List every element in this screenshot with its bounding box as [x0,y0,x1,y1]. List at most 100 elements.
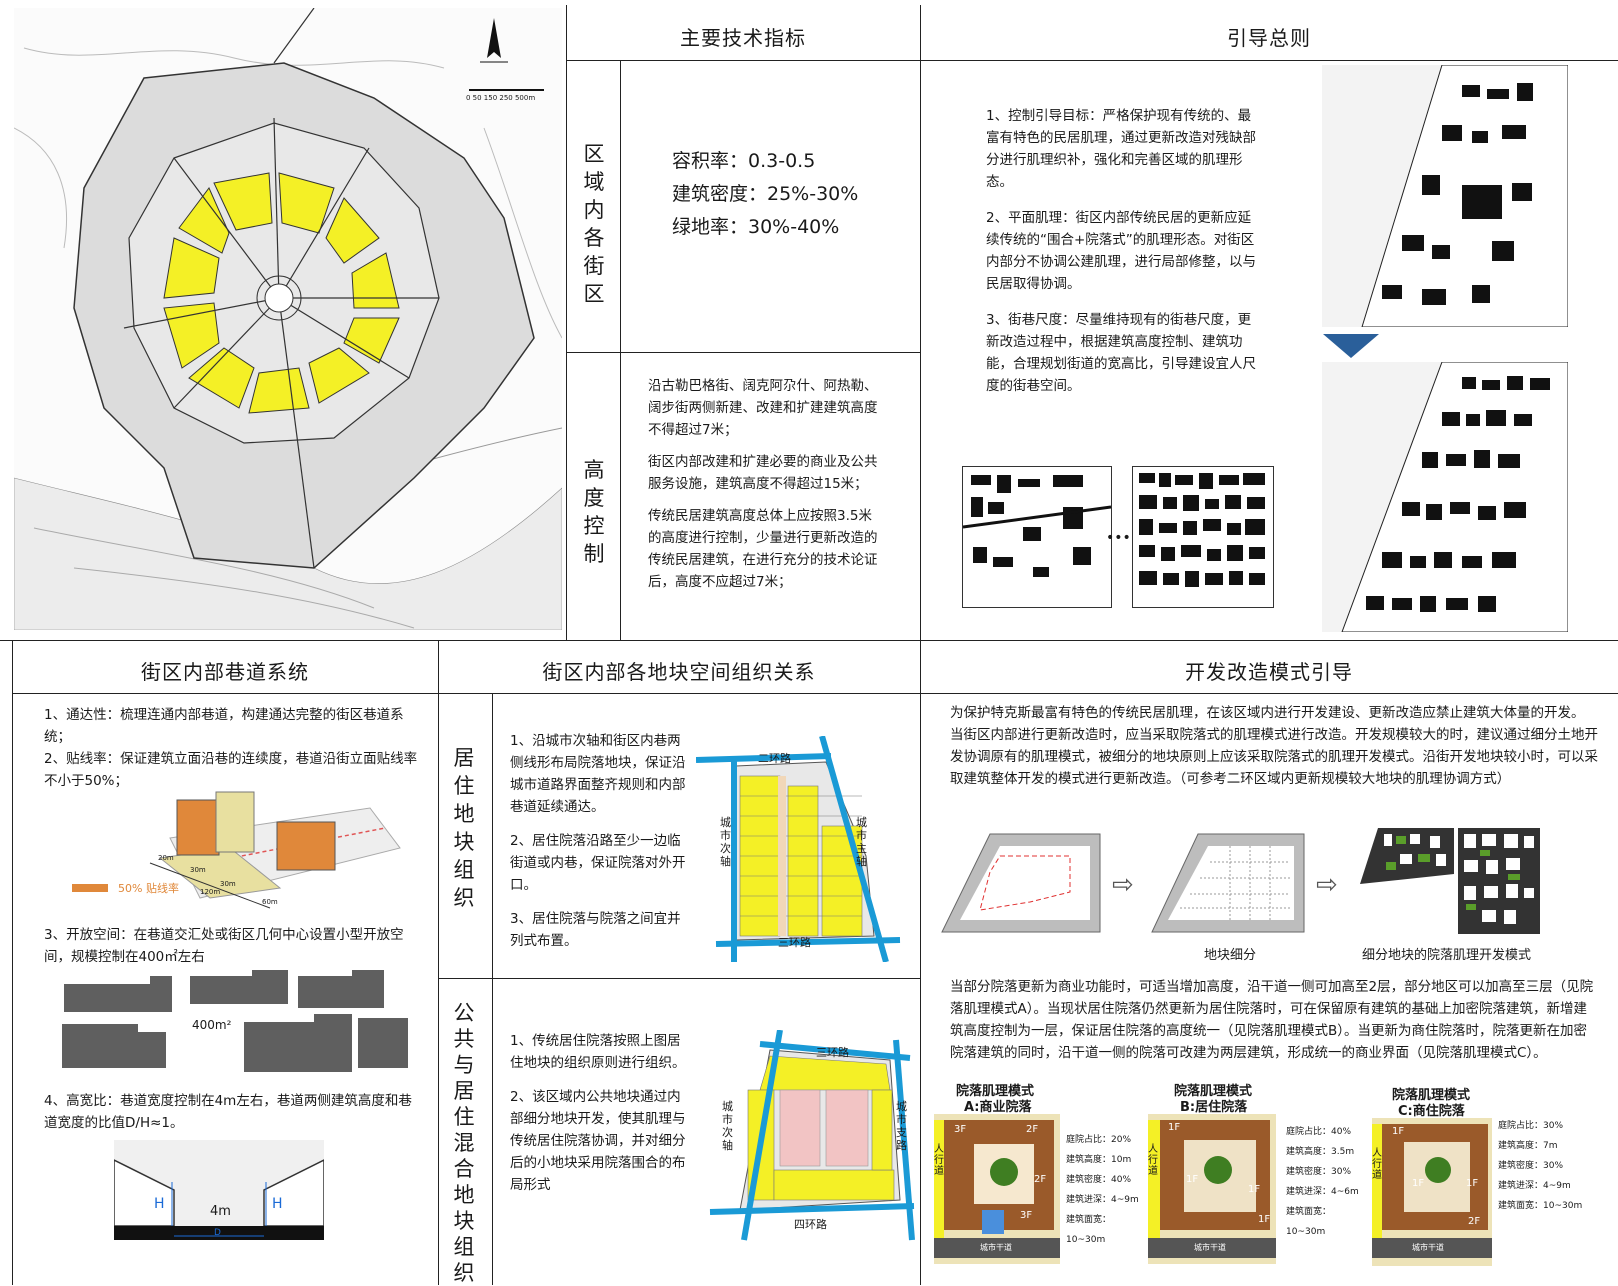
residential-label: 居 住 地 块 组 织 [453,746,475,910]
north-arrow [480,18,508,63]
mode-a-stat-4: 建筑进深：4~9m [1066,1195,1139,1205]
mode-b-stat-2: 建筑高度：3.5m [1286,1147,1355,1157]
principles-text: 1、控制引导目标：严格保护现有传统的、最富有特色的民居肌理，通过更新改造对残缺部… [986,105,1258,397]
open-space-diagram: 400m² [62,968,412,1076]
mixed-text: 1、传统居住院落按照上图居住地块的组织原则进行组织。 2、该区域内公共地块通过内… [510,1030,688,1196]
res-para-1: 1、沿城市次轴和街区内巷两侧线形布局院落地块，保证沿城市道路界面整齐规则和内部巷… [510,733,686,815]
mode-c-f4: 2F [1468,1216,1481,1227]
mode-b-stat-4: 建筑进深：4~6m [1286,1187,1359,1197]
fabric-aerial-after [1322,362,1568,632]
tech-indicators-header: 主要技术指标 [680,26,806,50]
mode-c-stats: 庭院占比：30% 建筑高度：7m 建筑密度：30% 建筑进深：4~9m 建筑面宽… [1498,1116,1582,1216]
index-density: 建筑密度：25%-30% [672,183,859,205]
mode-c-stat-3: 建筑密度：30% [1498,1161,1564,1171]
mode-b-stats: 庭院占比：40% 建筑高度：3.5m 建筑密度：30% 建筑进深：4~6m 建筑… [1286,1122,1368,1242]
arrow-right-1: ⇨ [1112,870,1134,900]
legend-swatch [72,884,108,892]
height-para-2: 街区内部改建和扩建必要的商业及公共服务设施，建筑高度不得超过15米； [648,454,878,492]
road-label-secondary-b: 城市次轴 [722,1100,733,1152]
height-label: 高 度 控 制 [583,458,605,566]
mode-b-stat-1: 庭院占比：40% [1286,1127,1352,1137]
mode-b-plan: 1F 1F 1F 1F 人 行 道 城市干道 [1148,1114,1276,1264]
caption-subdivide: 地块细分 [1204,948,1257,963]
subdivide-diagram-1 [940,832,1102,938]
res-para-3: 3、居住院落与院落之间宜并列式布置。 [510,911,681,949]
height-control-text: 沿古勒巴格街、阔克阿尕什、阿热勒、阔步街两侧新建、改建和扩建建筑高度不得超过7米… [648,375,878,593]
section-h-left: H [154,1196,165,1212]
mode-b-stat-3: 建筑密度：30% [1286,1167,1352,1177]
mode-a: 院落肌理模式 A:商业院落 3F 2F 2F 3F 人 行 道 城市干道 庭院占… [924,1080,1146,1282]
caption-courtyard-mode: 细分地块的院落肌理开发模式 [1362,948,1532,963]
road-label-2nd-ring: 二环路 [758,752,791,765]
fabric-aerial-before [1322,65,1568,327]
mixed-label: 公 共 与 居 住 混 合 地 块 组 织 [453,1001,475,1285]
mode-a-stats: 庭院占比：20% 建筑高度：10m 建筑密度：40% 建筑进深：4~9m 建筑面… [1066,1130,1146,1250]
mode-c: 院落肌理模式 C:商住院落 1F 1F 1F 2F 人 行 道 城市干道 庭院占… [1370,1080,1616,1282]
height-para-3: 传统民居建筑高度总体上应按照3.5米的高度进行控制，少量进行更新改造的传统民居建… [648,508,878,590]
road-label-4th-ring: 四环路 [794,1218,827,1231]
principle-2: 2、平面肌理：街区内部传统民居的更新应延续传统的“围合+院落式”的肌理形态。对街… [986,210,1256,292]
mode-b-title: 院落肌理模式 [1174,1084,1253,1099]
mode-a-sub: A:商业院落 [964,1100,1032,1115]
mode-a-f4: 3F [1020,1210,1033,1221]
mode-a-title: 院落肌理模式 [956,1084,1035,1099]
dev-mode-header: 开发改造模式引导 [1185,660,1353,684]
mode-c-stat-4: 建筑进深：4~9m [1498,1181,1571,1191]
mode-b-f2: 1F [1186,1174,1199,1185]
mode-c-walk: 人 行 道 [1372,1148,1382,1181]
section-h-right: H [272,1196,283,1212]
dev-intro: 为保护特克斯最富有特色的传统民居肌理，在该区域内进行开发建设、更新改造应禁止建筑… [950,705,1598,787]
lane-system-header: 街区内部巷道系统 [141,660,309,684]
index-green: 绿地率：30%-40% [672,216,840,238]
road-label-branch: 城市支路 [896,1100,907,1152]
height-para-1: 沿古勒巴格街、阔克阿尕什、阿热勒、阔步街两侧新建、改建和扩建建筑高度不得超过7米… [648,378,878,438]
mode-b-sub: B:居住院落 [1180,1100,1248,1115]
mode-a-plan: 3F 2F 2F 3F 人 行 道 城市干道 [934,1114,1060,1264]
mode-c-stat-5: 建筑面宽：10~30m [1498,1201,1583,1211]
index-far: 容积率：0.3-0.5 [672,150,816,172]
dim-30m-a: 30m [190,866,206,874]
dev-para-2: 当部分院落更新为商业功能时，可适当增加高度，沿干道一侧可加高至2层，部分地区可以… [950,979,1594,1061]
lane-diagram: 20m 30m 30m 120m 60m [40,788,420,918]
mode-b: 院落肌理模式 B:居住院落 1F 1F 1F 1F 人 行 道 城市干道 庭院占… [1146,1080,1368,1282]
mode-c-road: 城市干道 [1412,1243,1444,1252]
mode-b-f4: 1F [1258,1214,1271,1225]
section-width: 4m [210,1204,231,1219]
mode-b-f1: 1F [1168,1122,1181,1133]
plot-organization-header: 街区内部各地块空间组织关系 [542,660,816,684]
mode-a-stat-3: 建筑密度：40% [1066,1175,1132,1185]
subdivide-diagram-3 [1358,826,1542,936]
mixed-plot-diagram: 三环路 城市次轴 城市支路 四环路 [700,1029,916,1258]
mode-c-stat-2: 建筑高度：7m [1498,1141,1558,1151]
principle-1: 1、控制引导目标：严格保护现有传统的、最富有特色的民居肌理，通过更新改造对残缺部… [986,108,1256,190]
road-label-secondary: 城市次轴 [720,816,731,868]
mode-c-f2: 1F [1412,1178,1425,1189]
mode-a-stat-1: 庭院占比：20% [1066,1135,1132,1145]
mode-b-walk: 人 行 道 [1148,1144,1158,1177]
lane-para-4: 4、高宽比：巷道宽度控制在4m左右，巷道两侧建筑高度和巷道宽度的比值D/H≈1。 [44,1093,412,1131]
mix-para-1: 1、传统居住院落按照上图居住地块的组织原则进行组织。 [510,1033,686,1071]
road-label-3rd-ring: 三环路 [778,936,811,949]
mode-c-sub: C:商住院落 [1398,1104,1465,1119]
legend-label: 50% 贴线率 [118,882,179,895]
open-space-area-label: 400m² [192,1018,232,1032]
residential-plot-diagram: 二环路 城市次轴 城市主轴 三环路 [695,735,910,963]
zone-label: 区 域 内 各 街 区 [583,142,605,306]
fabric-map-after [1132,466,1274,608]
principle-3: 3、街巷尺度：尽量维持现有的街巷尺度，更新改造过程中，根据建筑高度控制、建筑功能… [986,312,1256,394]
mode-c-title: 院落肌理模式 [1392,1088,1471,1103]
subdivide-diagram-2 [1150,832,1306,938]
mode-a-stat-5: 建筑面宽：10~30m [1066,1215,1112,1245]
map-scale-label: 0 50 150 250 500m [466,94,536,102]
section-diagram: H H 4m D [113,1140,325,1240]
mode-c-plan: 1F 1F 1F 2F 人 行 道 城市干道 [1372,1118,1492,1266]
res-para-2: 2、居住院落沿路至少一边临街道或内巷，保证院落对外开口。 [510,833,686,893]
lane-para-2: 2、贴线率：保证建筑立面沿巷的连续度，巷道沿街立面贴线率不小于50%； [44,751,418,789]
mode-b-f3: 1F [1248,1184,1261,1195]
mode-a-road: 城市干道 [980,1243,1012,1252]
lane-para-1: 1、通达性：梳理连通内部巷道，构建通达完整的街区巷道系统； [44,707,404,745]
section-d: D [214,1228,221,1238]
road-label-3rd-ring-b: 三环路 [816,1046,849,1059]
mode-a-f2: 2F [1026,1124,1039,1135]
residential-text: 1、沿城市次轴和街区内巷两侧线形布局院落地块，保证沿城市道路界面整齐规则和内部巷… [510,730,688,952]
